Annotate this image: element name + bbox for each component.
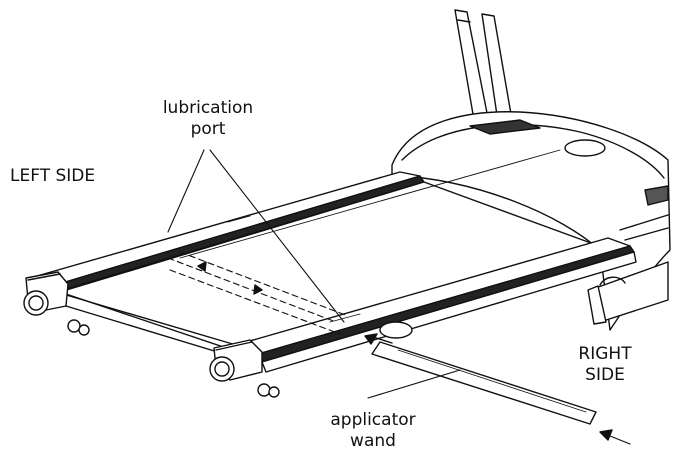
lubrication-port-line-2: port: [190, 119, 226, 139]
applicator-wand-line-2: wand: [350, 431, 396, 451]
motor-hood: [391, 111, 671, 331]
applicator-wand-line-1: applicator: [330, 410, 416, 430]
right-frame: [587, 261, 669, 325]
applicator-wand: [369, 335, 597, 425]
leader-arrowheads: [364, 333, 613, 441]
upright-post: [454, 9, 513, 123]
lubrication-port-line-1: lubrication: [162, 98, 254, 118]
lubrication-port-label: lubrication port: [148, 98, 268, 140]
lubrication-guide-lines: [167, 251, 349, 335]
lubrication-arrows: [197, 261, 263, 295]
right-side-line-2: SIDE: [585, 365, 625, 385]
side-cover: [379, 321, 413, 339]
applicator-wand-label: applicator wand: [318, 410, 428, 451]
left-end-cap: [23, 271, 90, 336]
right-end-cap: [209, 339, 280, 398]
right-side-label: RIGHT SIDE: [574, 344, 636, 386]
left-side-label: LEFT SIDE: [10, 166, 96, 186]
leader-lines: [167, 149, 631, 445]
right-side-line-1: RIGHT: [578, 344, 632, 364]
